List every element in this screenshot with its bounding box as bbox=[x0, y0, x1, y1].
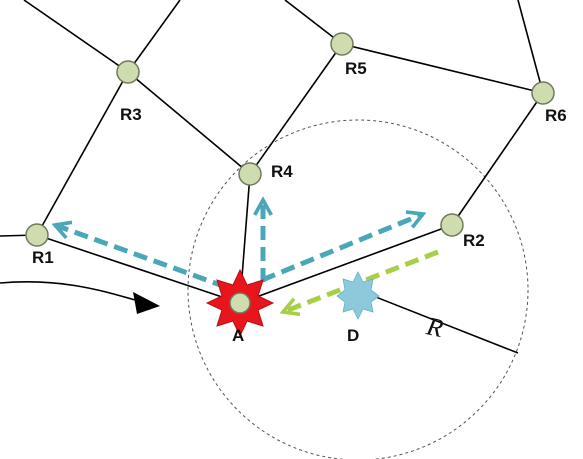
edge-radius bbox=[357, 289, 519, 354]
green-forward-arrow bbox=[283, 249, 439, 312]
blue-star-icon bbox=[336, 271, 380, 320]
flow-arrowhead-icon bbox=[133, 292, 160, 314]
edge-r3-r4 bbox=[127, 71, 251, 175]
label-r6: R6 bbox=[545, 106, 567, 125]
node-a bbox=[229, 292, 251, 314]
label-r5: R5 bbox=[345, 59, 367, 78]
edge-r3-top-right bbox=[127, 0, 181, 73]
edge-r5-r6 bbox=[341, 43, 544, 94]
label-a: A bbox=[232, 326, 244, 345]
node-r3 bbox=[116, 60, 140, 84]
edge-a-r2 bbox=[239, 224, 453, 304]
arrow-a-to-r1 bbox=[55, 225, 227, 290]
edge-r6-top bbox=[517, 0, 544, 94]
node-r2 bbox=[440, 213, 464, 237]
label-r3: R3 bbox=[120, 105, 142, 124]
edge-r3-top-left bbox=[23, 0, 129, 73]
cyan-forward-arrows bbox=[55, 200, 423, 290]
edge-r1-r3 bbox=[36, 71, 129, 236]
edge-r5-top bbox=[284, 0, 343, 45]
label-r4: R4 bbox=[271, 162, 293, 181]
edge-r4-r5 bbox=[249, 43, 343, 175]
router-nodes bbox=[25, 32, 555, 314]
label-radius: R bbox=[423, 311, 446, 343]
range-circle bbox=[187, 119, 529, 459]
arrow-a-to-r2 bbox=[261, 214, 423, 283]
node-r1 bbox=[25, 223, 49, 247]
node-r4 bbox=[238, 162, 262, 186]
label-r2: R2 bbox=[463, 231, 485, 250]
flow-curve bbox=[0, 281, 136, 301]
edge-r6-r2 bbox=[451, 92, 544, 226]
label-d: D bbox=[347, 326, 359, 345]
arrow-r2-to-a bbox=[283, 249, 439, 312]
node-r6 bbox=[531, 81, 555, 105]
node-r5 bbox=[330, 32, 354, 56]
label-r1: R1 bbox=[32, 248, 54, 267]
edge-r1-a bbox=[36, 234, 241, 304]
